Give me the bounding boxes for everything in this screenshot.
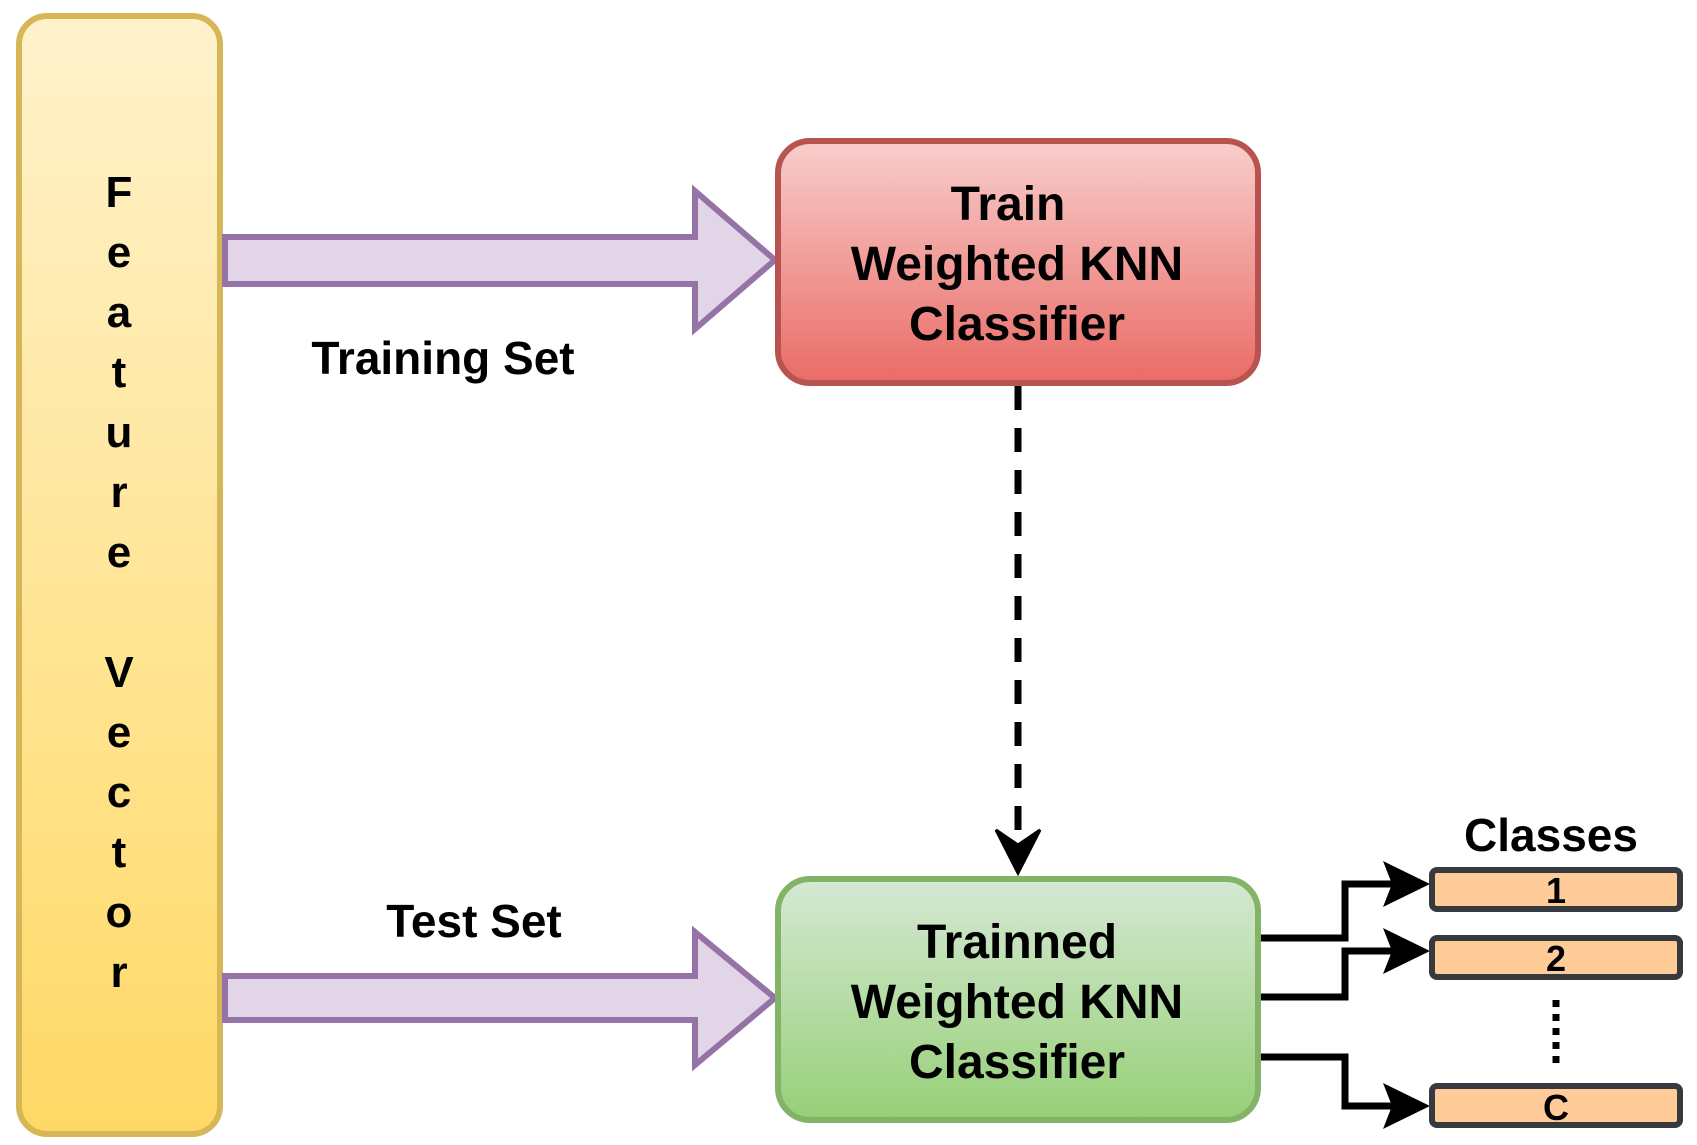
train-box-line: Classifier [909, 298, 1125, 351]
feature-letter: c [107, 768, 131, 817]
output-connectors [1261, 880, 1392, 1110]
training-set-arrow [222, 184, 780, 336]
output-connector-2 [1261, 947, 1392, 1001]
feature-letter: V [104, 648, 134, 697]
training-set-label: Training Set [311, 332, 574, 384]
feature-letter: e [107, 528, 131, 577]
train-box-line: Weighted KNN [851, 238, 1183, 291]
class-box-c [1429, 1083, 1683, 1128]
trained-box-line: Trainned [917, 916, 1117, 969]
class-label-2: 2 [1546, 938, 1566, 979]
classes-title: Classes [1464, 809, 1638, 861]
output-arrowhead-2 [1383, 928, 1430, 974]
feature-letter: u [106, 408, 133, 457]
output-connector-1 [1261, 880, 1392, 942]
feature-letter: r [110, 468, 127, 517]
test-set-label: Test Set [386, 895, 562, 947]
test-set-arrow [222, 925, 780, 1072]
output-arrowhead-1 [1383, 861, 1430, 907]
trained-box-line: Weighted KNN [851, 976, 1183, 1029]
train-classifier-box [775, 138, 1261, 386]
train-box-line: Train [951, 178, 1066, 231]
feature-letter: t [112, 828, 127, 877]
feature-letter: e [107, 228, 131, 277]
trained-box-line: Classifier [909, 1036, 1125, 1089]
class-box-1 [1429, 867, 1683, 912]
feature-letter: F [106, 168, 133, 217]
class-label-1: 1 [1546, 870, 1566, 911]
output-arrowhead-3 [1383, 1083, 1430, 1129]
feature-letter: t [112, 348, 127, 397]
feature-letter: a [107, 288, 132, 337]
class-label-c: C [1543, 1087, 1569, 1128]
class-box-2 [1429, 935, 1683, 980]
output-connector-3 [1261, 1053, 1392, 1110]
dashed-arrowhead [994, 828, 1042, 877]
feature-letter: r [110, 948, 127, 997]
feature-vector-label: F e a t u r e V e c t o r [104, 168, 134, 997]
feature-vector-bar [16, 13, 223, 1137]
trained-classifier-label: Trainned Weighted KNN Classifier [851, 916, 1183, 1089]
train-classifier-label: Train Weighted KNN Classifier [851, 178, 1183, 351]
output-arrowheads [1383, 861, 1430, 1129]
feature-letter: e [107, 708, 131, 757]
trained-classifier-box [775, 876, 1261, 1123]
feature-letter: o [106, 888, 133, 937]
